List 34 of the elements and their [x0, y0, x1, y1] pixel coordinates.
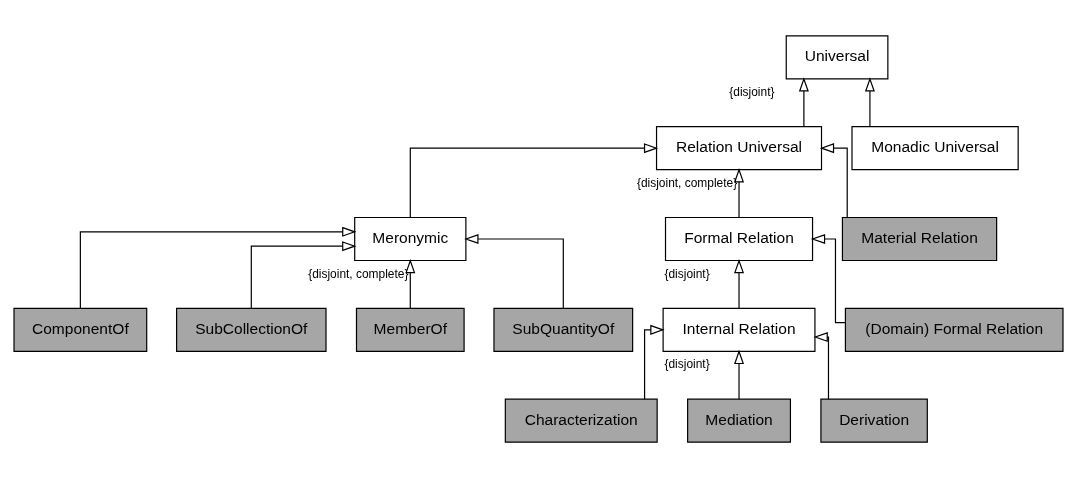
arrow: [798, 77, 809, 128]
edge-label: {disjoint}: [729, 84, 775, 99]
arrow: [864, 77, 875, 128]
arrow: [464, 233, 564, 309]
arrow: [734, 168, 745, 219]
edge-label: {disjoint, complete}: [308, 266, 409, 281]
arrow: [250, 241, 357, 309]
node-box: Monadic Universal: [851, 126, 1019, 171]
arrow: [819, 143, 848, 219]
edge-label: {disjoint}: [664, 357, 710, 372]
node-box: Meronymic: [354, 216, 467, 262]
node-box: Formal Relation: [664, 216, 814, 262]
arrow: [644, 324, 665, 400]
arrow: [405, 258, 416, 309]
node-box: (Domain) Formal Relation: [844, 307, 1064, 352]
node-box: Material Relation: [841, 216, 998, 262]
node-box: Universal: [785, 35, 889, 80]
arrow: [79, 226, 357, 309]
node-box: Relation Universal: [655, 126, 823, 171]
node-box: MemberOf: [355, 307, 465, 352]
edge-label: {disjoint}: [664, 266, 710, 281]
node-box: Characterization: [504, 398, 658, 443]
node-box: Derivation: [820, 398, 928, 443]
node-box: SubCollectionOf: [176, 307, 327, 352]
edge-label: {disjoint, complete}: [636, 175, 738, 190]
arrow: [813, 332, 830, 400]
node-box: Internal Relation: [662, 307, 816, 352]
arrow: [734, 258, 745, 309]
arrow: [734, 349, 745, 400]
arrow: [810, 233, 846, 324]
node-box: SubQuantityOf: [493, 307, 634, 352]
arrow: [409, 143, 659, 219]
node-box: ComponentOf: [13, 307, 148, 352]
node-box: Mediation: [687, 398, 792, 443]
